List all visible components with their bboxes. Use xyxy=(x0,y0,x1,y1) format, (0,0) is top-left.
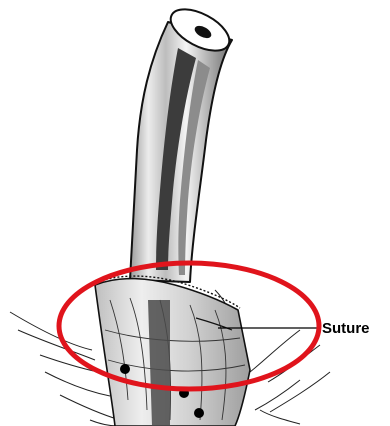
sleeve xyxy=(95,276,250,426)
tube xyxy=(130,1,236,282)
suture-knot xyxy=(120,364,130,374)
suture-knot xyxy=(194,408,204,418)
suture-label: Suture xyxy=(322,320,370,337)
